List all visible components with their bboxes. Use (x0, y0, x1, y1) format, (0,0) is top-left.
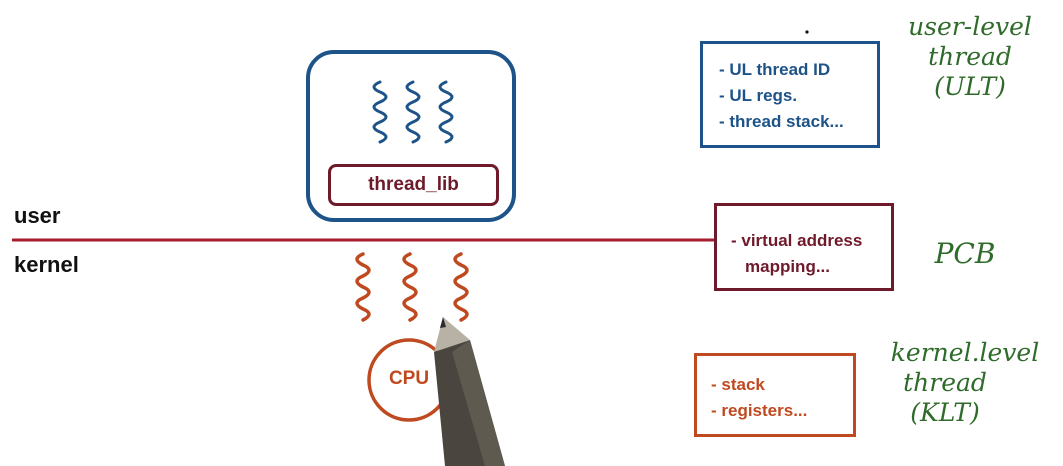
klt-data-box: - stack - registers... (694, 353, 856, 437)
thread-lib-label: thread_lib (368, 174, 459, 195)
list-item: - stack (711, 375, 765, 394)
klt-annotation-line1: kernel.level (890, 338, 1040, 367)
list-item: - registers... (711, 401, 808, 420)
klt-annotation: kernel.level thread (KLT) (880, 338, 1050, 428)
ult-data-box: - UL thread ID - UL regs. - thread stack… (700, 41, 880, 148)
thread-lib-box: thread_lib (328, 164, 499, 206)
stray-dot (805, 30, 809, 34)
squiggle-thread-icon (372, 80, 388, 144)
ult-annotation-line2: thread (928, 42, 1012, 71)
pcb-annotation: PCB (934, 237, 996, 270)
klt-annotation-line2: thread (903, 368, 987, 397)
pcb-data-box: - virtual address mapping... (714, 203, 894, 291)
squiggle-thread-icon (405, 80, 421, 144)
process-box (306, 50, 516, 222)
ult-annotation: user-level thread (ULT) (895, 12, 1045, 102)
list-item: - UL thread ID (719, 60, 831, 79)
ult-annotation-line3: (ULT) (934, 72, 1006, 101)
ult-annotation-line1: user-level (908, 12, 1032, 41)
kernel-label: kernel (14, 252, 79, 277)
squiggle-thread-icon (355, 252, 371, 322)
list-item: - UL regs. (719, 86, 798, 105)
user-threads-group (372, 80, 454, 144)
cpu-label: CPU (388, 368, 430, 389)
squiggle-thread-icon (438, 80, 454, 144)
klt-annotation-line3: (KLT) (910, 398, 980, 427)
list-item: - thread stack... (719, 112, 844, 131)
squiggle-thread-icon (453, 252, 469, 322)
list-item: - virtual address (731, 231, 863, 250)
list-item: mapping... (745, 257, 830, 276)
squiggle-thread-icon (402, 252, 418, 322)
user-label: user (14, 203, 61, 228)
pen-icon (434, 317, 505, 466)
kernel-threads-group (355, 252, 469, 322)
